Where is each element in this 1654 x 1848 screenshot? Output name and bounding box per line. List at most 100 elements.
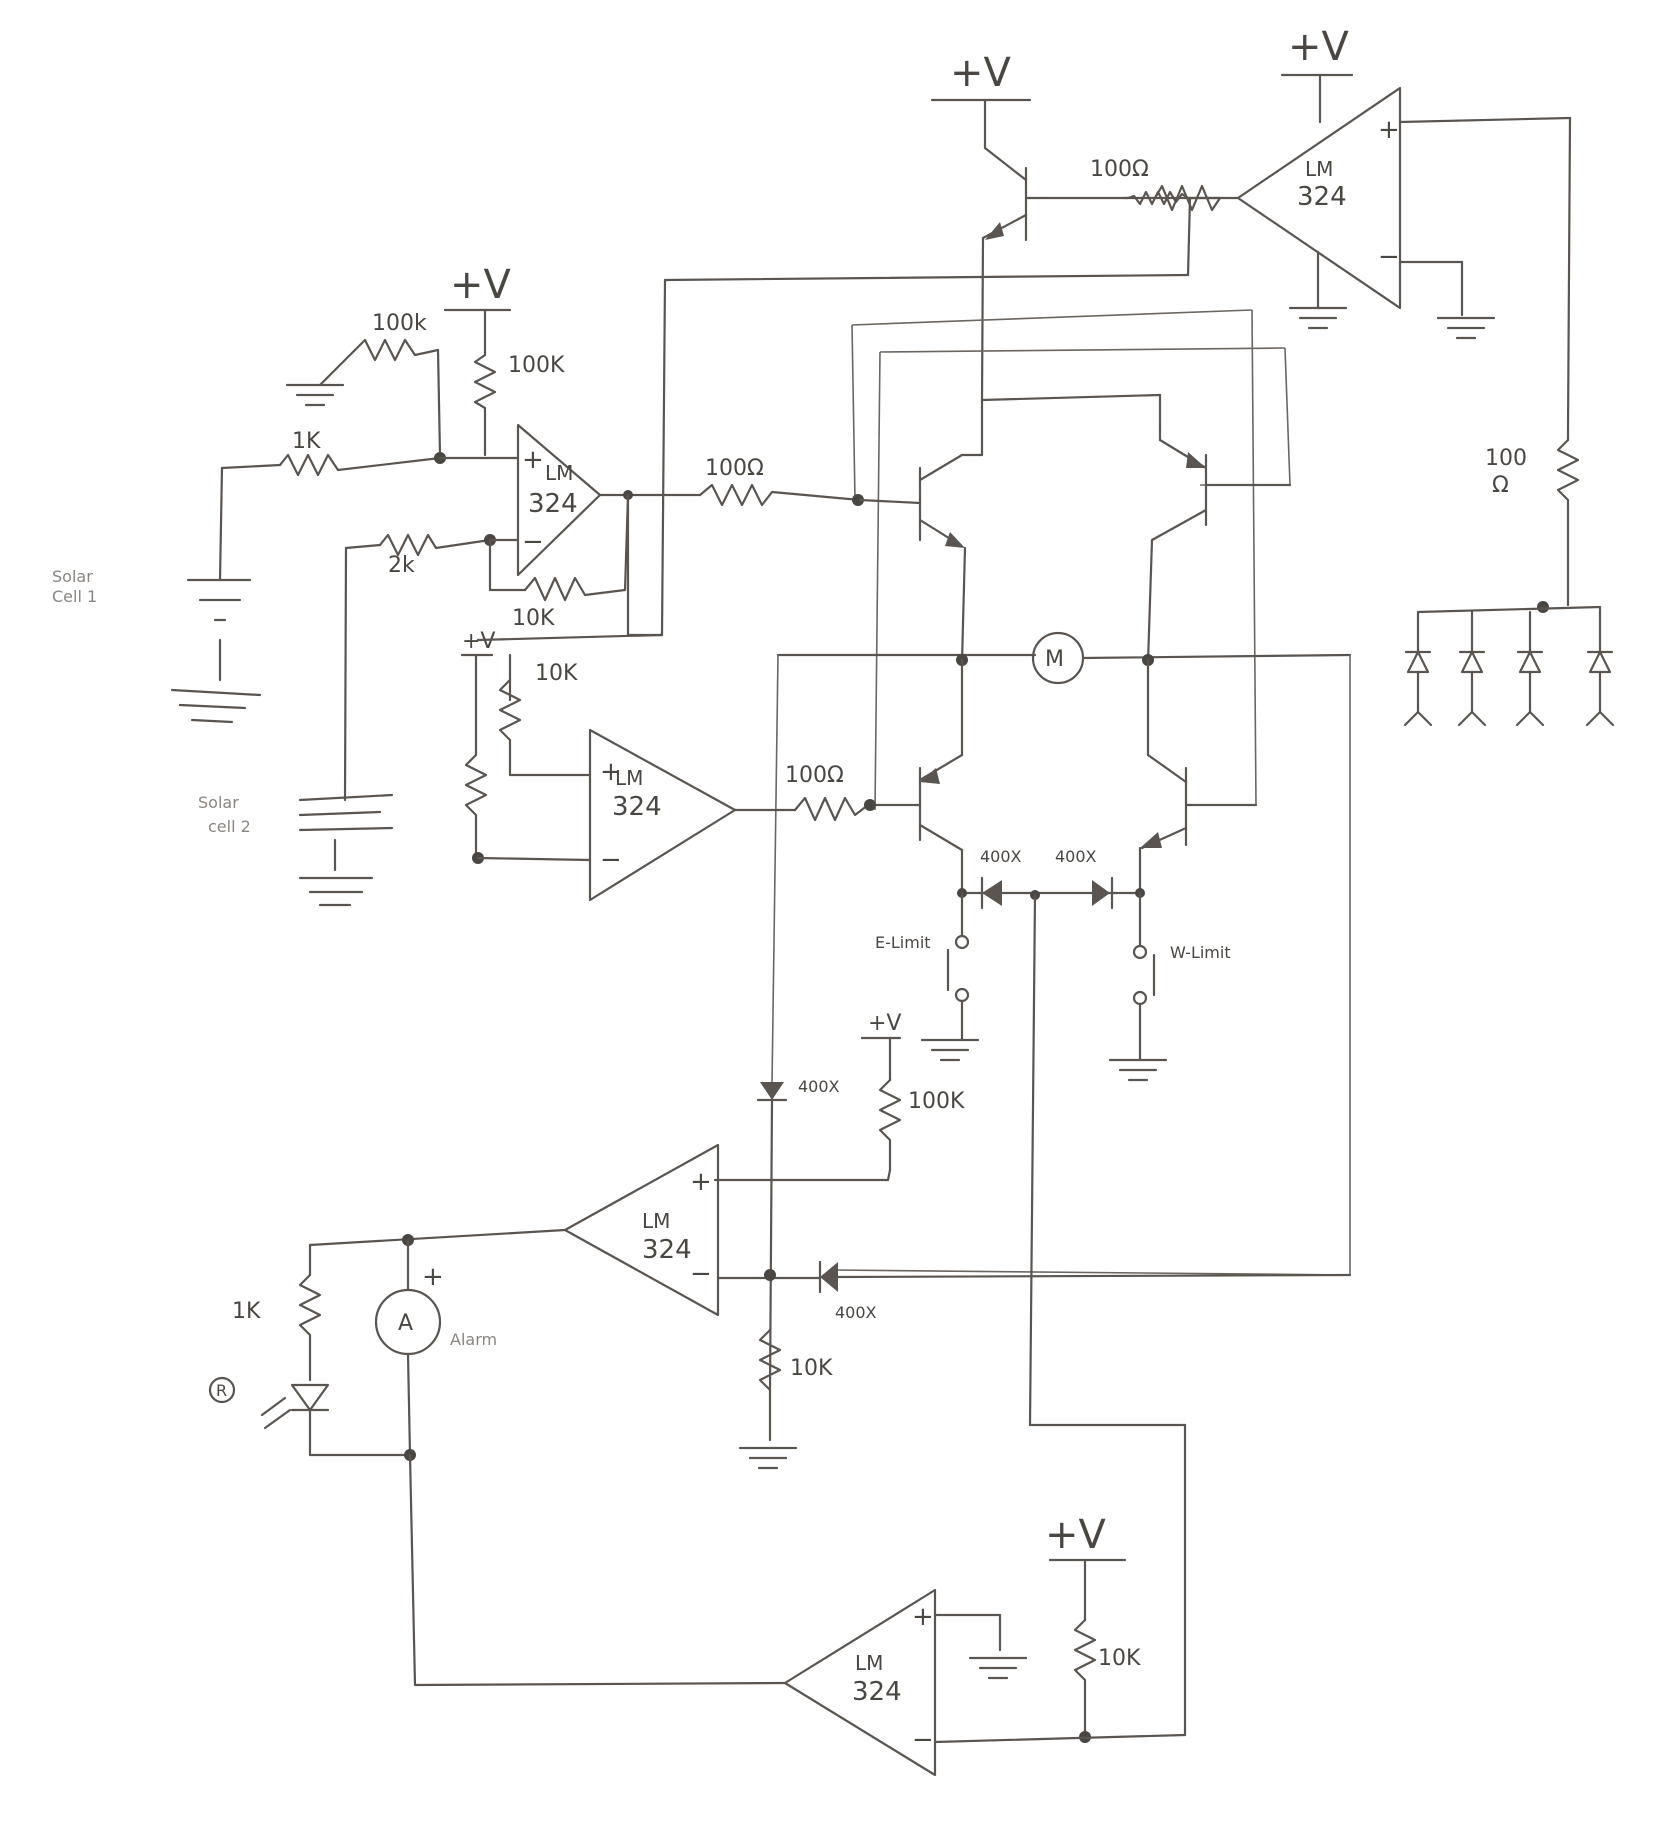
resistor-100k-top: [353, 338, 440, 362]
photodiode-3: [1515, 610, 1545, 727]
resistor-10k-fb: [523, 576, 627, 602]
opamp-mid-left-plus: +: [600, 757, 622, 787]
resistor-100-right-label-a: 100: [1485, 446, 1527, 471]
opamp-alarm-minus: −: [690, 1259, 712, 1289]
diode-feedback-label: 400X: [835, 1303, 877, 1322]
diode-w-label: 400X: [1055, 847, 1097, 866]
w-limit-label: W-Limit: [1170, 943, 1231, 962]
resistor-100-right-label-b: Ω: [1492, 473, 1509, 498]
opamp-top-right-plus: +: [1378, 115, 1400, 145]
resistor-1k-led: [298, 1273, 322, 1382]
ground-top-right-opamp: [1288, 306, 1348, 330]
switch-w-limit: [1132, 891, 1156, 1062]
resistor-1k-in: [278, 453, 442, 477]
opamp-mid-left: LM 324 + −: [588, 728, 737, 902]
opamp-mid-left-num: 324: [612, 792, 662, 822]
resistor-100k-top-label: 100k: [372, 311, 427, 336]
diode-e-label: 400X: [980, 847, 1022, 866]
switch-e-limit: [946, 891, 970, 1042]
resistor-10k-low: [758, 1328, 782, 1442]
opamp-top-right: LM 324 + −: [1236, 86, 1402, 310]
resistor-10k-fb-label: 10K: [512, 606, 555, 631]
vplus-top-center-label: +V: [950, 50, 1012, 96]
opamp-bottom-num: 324: [852, 1677, 902, 1707]
opamp-left: LM 324 + −: [516, 423, 602, 577]
opamp-left-plus: +: [522, 445, 544, 475]
vplus-top-center: +V: [930, 50, 1032, 102]
resistor-100k-pull-label: 100K: [508, 353, 565, 378]
opamp-alarm-part: LM: [642, 1209, 670, 1233]
opamp-bottom-part: LM: [855, 1651, 883, 1675]
resistor-100-b-label: 100Ω: [705, 456, 764, 481]
e-limit-label: E-Limit: [875, 933, 931, 952]
resistor-100-c: [793, 796, 870, 822]
resistor-100k-pull: [473, 353, 497, 457]
vplus-bottom: +V: [1045, 1512, 1127, 1562]
opamp-top-right-num: 324: [1297, 182, 1347, 212]
resistor-10k-low-label: 10K: [790, 1356, 833, 1381]
photodiode-4: [1585, 605, 1615, 727]
solar-cell-2-label-a: Solar: [198, 793, 239, 812]
diode-top-alarm: [756, 1082, 788, 1102]
opamp-top-right-part: LM: [1305, 157, 1333, 181]
vplus-top-right: +V: [1280, 24, 1354, 124]
opamp-mid-left-minus: −: [600, 845, 622, 875]
resistor-10k-bot-label: 10K: [1098, 1646, 1141, 1671]
resistor-10k-bot: [1073, 1618, 1097, 1737]
opamp-bottom-plus: +: [912, 1602, 934, 1632]
solar-cell-2-label-b: cell 2: [208, 817, 251, 836]
opamp-mid-left-part: LM: [615, 766, 643, 790]
opamp-top-right-minus: −: [1378, 242, 1400, 272]
opamp-left-minus: −: [522, 527, 544, 557]
vplus-left-label: +V: [450, 262, 512, 308]
opamp-alarm-num: 324: [642, 1235, 692, 1265]
resistor-100-right: [1556, 438, 1580, 607]
diode-e-limit: [980, 876, 1002, 910]
ground-e-limit: [920, 1038, 980, 1062]
photodiode-1: [1403, 610, 1433, 727]
solar-cell-1: [170, 578, 262, 724]
diode-top-label: 400X: [798, 1077, 840, 1096]
ground-bottom-opamp: [968, 1656, 1028, 1680]
resistor-100-a-label: 100Ω: [1090, 157, 1149, 182]
opamp-left-num: 324: [528, 489, 578, 519]
transistor-h-bottom-right: [1138, 658, 1258, 894]
alarm-label: Alarm: [450, 1330, 497, 1349]
vplus-top-right-label: +V: [1288, 24, 1350, 70]
opamp-bottom: LM 324 + −: [783, 1588, 937, 1777]
resistor-100-a: [1122, 184, 1222, 212]
led-color-marker: [208, 1376, 236, 1404]
transistor-h-bottom-left: [866, 658, 964, 894]
vplus-alarm-label: +V: [868, 1011, 901, 1036]
resistor-1k-led-label: 1K: [232, 1299, 261, 1324]
vplus-mid-left: +V: [460, 629, 495, 657]
opamp-alarm-plus: +: [690, 1167, 712, 1197]
solar-cell-1-label-a: Solar: [52, 567, 93, 586]
resistor-100k-mid: [878, 1078, 902, 1172]
led-alarm: [260, 1383, 330, 1457]
resistor-100-c-label: 100Ω: [785, 763, 844, 788]
ammeter-plus: +: [422, 1262, 444, 1292]
diode-w-limit: [1092, 876, 1114, 910]
opamp-bottom-minus: −: [912, 1725, 934, 1755]
opamp-alarm: LM 324 + −: [563, 1143, 720, 1317]
vplus-bottom-label: +V: [1045, 1512, 1107, 1558]
solar-cell-1-label-b: Cell 1: [52, 587, 97, 606]
opamp-left-part: LM: [545, 461, 573, 485]
led-color-label: R: [216, 1381, 227, 1400]
resistor-100k-mid-label: 100K: [908, 1089, 965, 1114]
ground-alarm-10k: [738, 1446, 798, 1470]
ammeter-label: A: [398, 1311, 413, 1336]
transistor-h-top-left: [918, 398, 984, 664]
resistor-divider-low: [464, 753, 488, 857]
ground-top-right: [1436, 316, 1496, 340]
photodiode-2: [1457, 610, 1487, 727]
ground-100k: [285, 383, 345, 407]
resistor-2k: [378, 533, 492, 557]
transistor-h-top-right: [1146, 428, 1292, 664]
motor-label: M: [1045, 647, 1064, 672]
resistor-100-b: [698, 483, 862, 507]
solar-cell-2: [298, 793, 394, 907]
diode-feedback: [818, 1260, 838, 1294]
